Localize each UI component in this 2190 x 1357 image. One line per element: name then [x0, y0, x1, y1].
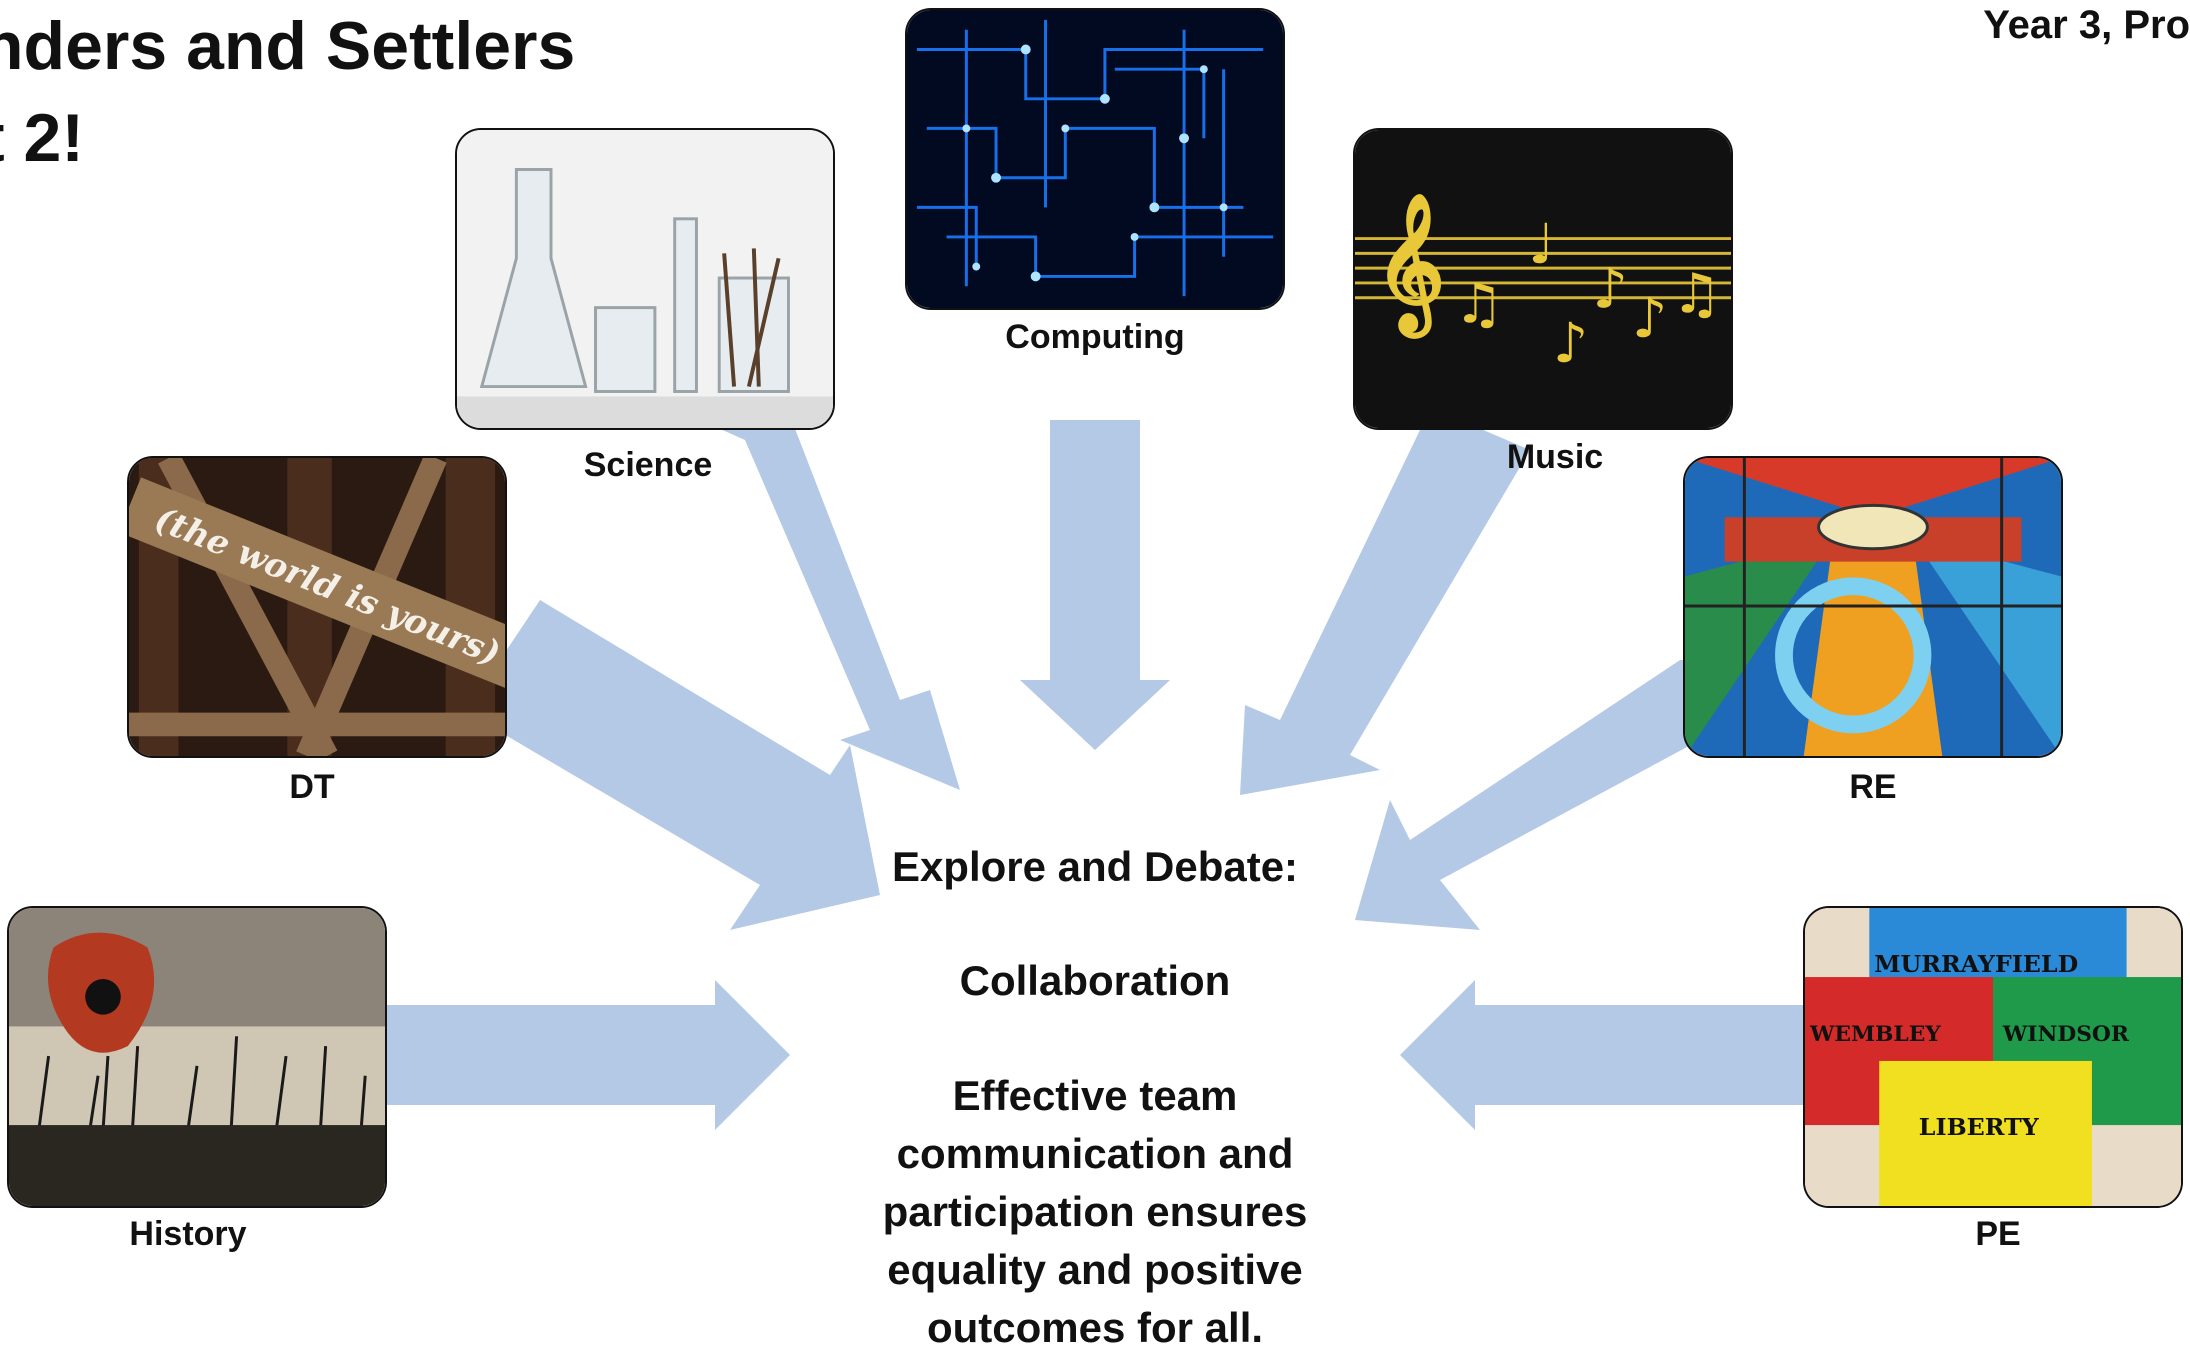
svg-text:♪: ♪	[1632, 287, 1667, 351]
pe-image: MURRAYFIELD WEMBLEY WINDSOR LIBERTY	[1803, 906, 2183, 1208]
history-image	[7, 906, 387, 1208]
center-body: Effective team communication and partici…	[882, 1072, 1308, 1351]
arrow-music	[1240, 420, 1530, 795]
label-re: RE	[1849, 768, 1897, 806]
title-line-1: nders and Settlers	[0, 8, 576, 84]
arrow-computing	[1020, 420, 1170, 750]
center-subheading: Collaboration	[959, 957, 1231, 1004]
arrow-dt	[480, 600, 880, 930]
pe-shirt-2: WEMBLEY	[1809, 1022, 1941, 1047]
dt-image: (the world is yours)	[127, 456, 507, 758]
center-heading: Explore and Debate:	[891, 843, 1299, 890]
arrow-history	[385, 980, 790, 1130]
computing-image	[905, 8, 1285, 310]
svg-text:♩: ♩	[1528, 213, 1554, 277]
svg-text:♫: ♫	[1672, 263, 1722, 327]
label-computing: Computing	[1005, 318, 1185, 356]
arrow-pe	[1400, 980, 1805, 1130]
pe-shirt-4: LIBERTY	[1919, 1113, 2040, 1141]
label-music: Music	[1506, 438, 1604, 476]
svg-text:♪: ♪	[1592, 258, 1627, 322]
label-science: Science	[583, 446, 713, 484]
pe-shirt-3: WINDSOR	[2002, 1022, 2130, 1047]
pe-shirt-1: MURRAYFIELD	[1874, 950, 2078, 978]
label-history: History	[129, 1215, 247, 1253]
arrow-science	[700, 390, 960, 790]
science-image	[455, 128, 835, 430]
svg-text:♪: ♪	[1553, 312, 1588, 376]
arrow-re	[1355, 660, 1700, 930]
label-dt: DT	[289, 768, 335, 806]
label-pe: PE	[1975, 1215, 2021, 1253]
page-title: nders and Settlers t 2!	[0, 0, 575, 184]
corner-text: Year 3, Pro	[1983, 3, 2190, 47]
svg-text:𝄞: 𝄞	[1375, 193, 1445, 340]
re-image	[1683, 456, 2063, 758]
svg-text:♫: ♫	[1454, 272, 1504, 336]
music-image: 𝄞 ♫♩ ♪♪ ♪♫	[1353, 128, 1733, 430]
title-line-2: t 2!	[0, 100, 84, 176]
